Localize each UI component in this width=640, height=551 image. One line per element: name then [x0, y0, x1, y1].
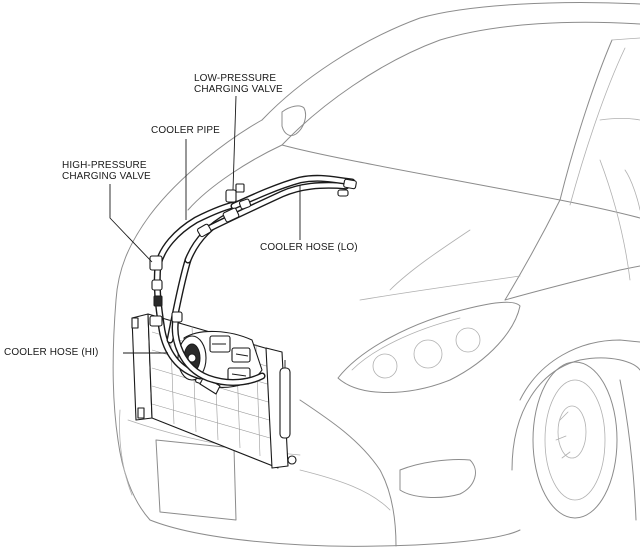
- leader-high-pressure-valve: [109, 184, 153, 263]
- leader-lines: [109, 95, 301, 354]
- label-high-pressure-line1: HIGH-PRESSURE: [62, 160, 147, 171]
- label-low-pressure-charging-valve: LOW-PRESSURE CHARGING VALVE: [193, 73, 284, 95]
- label-cooler-hose-lo-text: COOLER HOSE (LO): [260, 242, 358, 253]
- label-high-pressure-line2: CHARGING VALVE: [62, 171, 151, 182]
- label-cooler-hose-hi: COOLER HOSE (HI): [3, 347, 100, 358]
- label-cooler-hose-hi-text: COOLER HOSE (HI): [4, 347, 99, 358]
- leader-low-pressure-valve: [232, 95, 237, 191]
- label-cooler-pipe-text: COOLER PIPE: [151, 125, 220, 136]
- label-low-pressure-line2: CHARGING VALVE: [194, 84, 283, 95]
- label-low-pressure-line1: LOW-PRESSURE: [194, 73, 277, 84]
- label-cooler-pipe: COOLER PIPE: [150, 125, 221, 136]
- label-cooler-hose-lo: COOLER HOSE (LO): [259, 242, 359, 253]
- refrigerant-lines: [149, 174, 357, 386]
- label-high-pressure-charging-valve: HIGH-PRESSURE CHARGING VALVE: [61, 160, 152, 182]
